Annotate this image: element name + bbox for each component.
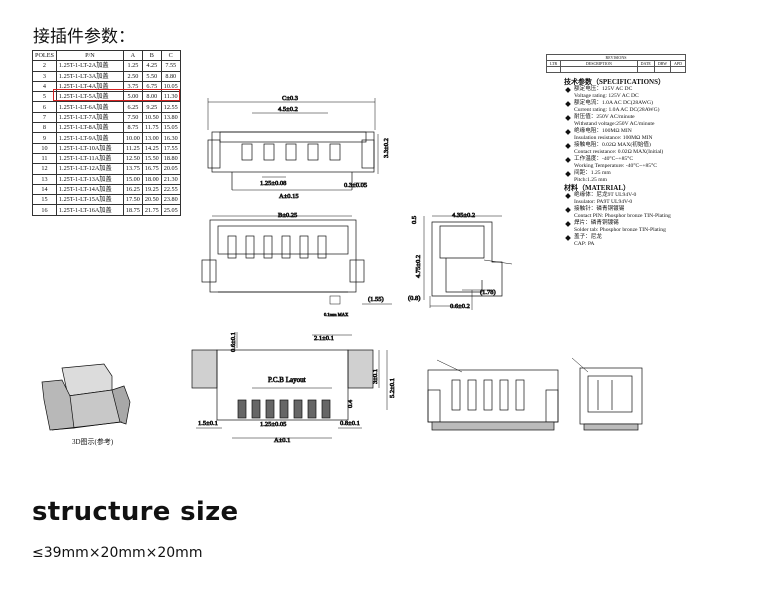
table-cell: 1.25T-1-LT-16A加盖 xyxy=(55,204,124,216)
dim-a01: A±0.1 xyxy=(274,437,290,444)
spec-item-en: Pitch:1.25 mm xyxy=(574,177,607,183)
3d-caption: 3D图示(参考) xyxy=(72,438,114,446)
highlight-box xyxy=(53,89,180,101)
spec-item: 接触电阻：0.02Ω MAX(初始值) xyxy=(564,142,689,149)
spec-item: 额定电流：1.0A AC DC(28AWG) xyxy=(564,100,689,107)
spec-item-en: Voltage rating: 125V AC DC xyxy=(574,93,639,99)
spec-item-en: CAP: PA xyxy=(574,241,595,247)
dim-15: 1.5±0.1 xyxy=(198,420,218,427)
spec-item-en: Working Temperature: -40°C~+85°C xyxy=(574,163,658,169)
top-view xyxy=(201,215,392,305)
spec-item: 绝缘电阻：100MΩ MIN xyxy=(564,128,689,135)
spec-item: 接触针：磷青铜镀锡 xyxy=(564,206,689,213)
dim-3: 3±0.1 xyxy=(372,369,379,384)
spec-item: 焊片：磷青铜镀锡 xyxy=(564,220,689,227)
spec-item: 工作温度：-40°C~+85°C xyxy=(564,156,689,163)
dim-52: 5.2±0.1 xyxy=(389,378,396,398)
dim-b025: B±0.25 xyxy=(278,212,297,219)
spec-item-en: Contact resistance: 0.02Ω MAX(Initial) xyxy=(574,149,664,155)
spec-item: 间距：1.25 mm xyxy=(564,170,689,177)
dim-06: 0.6±0.2 xyxy=(450,303,470,310)
material-title: 材料（MATERIAL） xyxy=(564,184,630,192)
spec-item-en: Withstand voltage:250V AC/minute xyxy=(574,121,655,127)
dim-475: 4.75±0.2 xyxy=(415,255,422,278)
dim-45: 4.5±0.2 xyxy=(278,106,298,113)
spec-item: 耐压值：250V AC/minute xyxy=(564,114,689,121)
dim-06b: 0.6±0.1 xyxy=(230,332,237,352)
structure-title: structure size xyxy=(32,497,239,527)
spec-item: 盖子：尼龙 xyxy=(564,234,689,241)
dim-04: 0.4 xyxy=(347,399,354,408)
dim-03: 0.3±0.05 xyxy=(344,182,367,189)
spec-item-en: Solder tab: Phosphor bronze TIN-Plating xyxy=(574,227,666,233)
dim-33: 3.3±0.2 xyxy=(383,138,390,158)
3d-view xyxy=(41,363,131,431)
table-header: POLES P/N A B C xyxy=(32,49,181,62)
dim-435: 4.35±0.2 xyxy=(452,212,475,219)
spec-item-en: Insulation resistance: 100MΩ MIN xyxy=(574,135,653,141)
dim-125: 1.25±0.08 xyxy=(260,180,286,187)
table-cell: 25.05 xyxy=(160,204,181,216)
front-view xyxy=(207,98,379,191)
dim-21: 2.1±0.1 xyxy=(314,335,334,342)
dim-05: 0.5 xyxy=(411,216,418,224)
technical-drawing: C±0.3 4.5±0.2 3.3±0.2 1.25±0.08 A±0.15 0… xyxy=(41,95,643,444)
dim-155: (1.55) xyxy=(368,296,384,303)
dim-08b: 0.8±0.1 xyxy=(340,420,360,427)
dim-125b: 1.25±0.05 xyxy=(260,421,286,428)
pcb-label: P.C.B Layout xyxy=(268,376,306,384)
spec-title: 技术参数（SPECIFICATIONS） xyxy=(564,78,665,86)
spec-item: 绝缘体：尼龙9T UL94V-0 xyxy=(564,192,689,199)
spec-item-en: Insulator: PA9T UL94V-0 xyxy=(574,199,633,205)
dim-c: C±0.3 xyxy=(282,95,298,102)
params-heading: 接插件参数： xyxy=(33,27,135,47)
spec-item: 额定电压：125V AC DC xyxy=(564,86,689,93)
dim-max: 0.1mm MAX xyxy=(324,312,349,317)
dim-178: (1.78) xyxy=(480,289,496,296)
end-view xyxy=(427,359,559,431)
spec-item-en: Contact PIN: Phosphor bronze TIN-Plating xyxy=(574,213,671,219)
revisions-table: REVISIONS LTR DESCRIPTION DATE DRW APD xyxy=(545,54,687,73)
pcb-layout xyxy=(191,332,388,439)
spec-item-en: Current rating: 1.0A AC DC(28AWG) xyxy=(574,107,660,113)
side-end-view xyxy=(571,357,643,431)
side-view xyxy=(423,215,513,310)
dim-a015: A±0.15 xyxy=(279,193,299,200)
structure-size: ≤39mm×20mm×20mm xyxy=(32,545,203,561)
dim-08: (0.8) xyxy=(408,295,420,302)
